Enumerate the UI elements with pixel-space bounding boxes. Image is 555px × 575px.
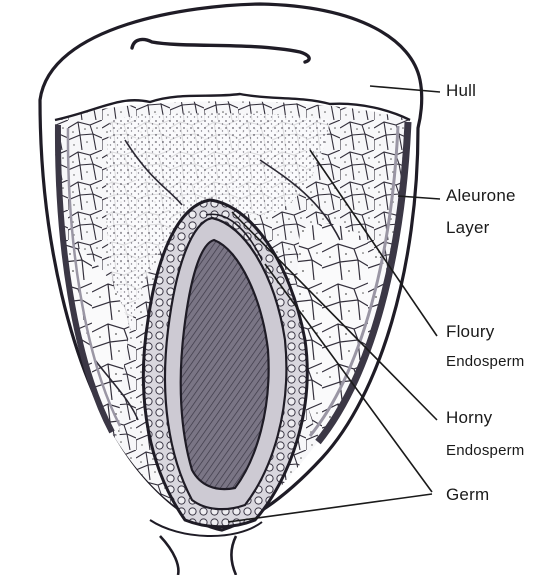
label-floury: Floury: [446, 322, 494, 342]
label-floury-endosperm: Endosperm: [446, 353, 525, 370]
label-horny-endosperm: Endosperm: [446, 442, 525, 459]
label-horny: Horny: [446, 408, 492, 428]
stem: [160, 536, 236, 575]
label-germ: Germ: [446, 485, 489, 505]
label-hull: Hull: [446, 81, 476, 101]
label-aleurone: Aleurone: [446, 186, 516, 206]
label-aleurone-layer: Layer: [446, 218, 490, 238]
